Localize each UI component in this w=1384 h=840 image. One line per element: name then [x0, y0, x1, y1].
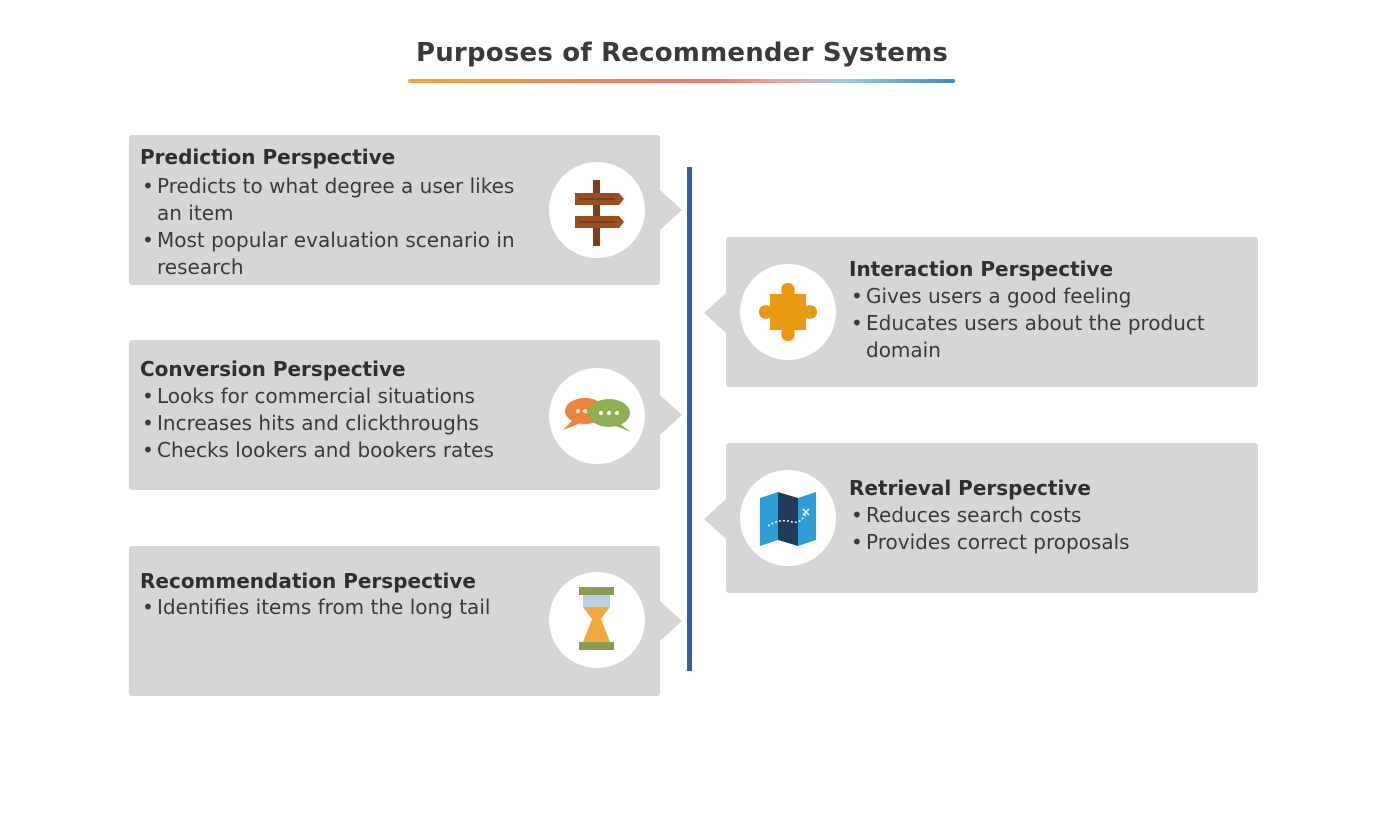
bullet-list: Predicts to what degree a user likes an … — [140, 173, 530, 281]
icon-circle — [740, 470, 836, 566]
bullet-item: Most popular evaluation scenario in rese… — [140, 227, 530, 281]
bullet-list: Gives users a good feeling Educates user… — [849, 283, 1244, 364]
bullet-item: Gives users a good feeling — [849, 283, 1244, 310]
title-underline — [408, 79, 955, 83]
icon-circle — [549, 162, 645, 258]
timeline-line — [687, 167, 692, 671]
bullet-item: Educates users about the product domain — [849, 310, 1244, 364]
card-pointer — [704, 499, 726, 539]
card-heading: Recommendation Perspective — [140, 569, 476, 593]
bullet-item: Provides correct proposals — [849, 529, 1244, 556]
card-heading: Retrieval Perspective — [849, 476, 1091, 500]
card-heading: Prediction Perspective — [140, 145, 396, 169]
conversion-perspective-card: Conversion Perspective Looks for commerc… — [129, 340, 682, 490]
card-pointer — [660, 395, 682, 435]
bullet-item: Increases hits and clickthroughs — [140, 410, 540, 437]
card-pointer — [660, 601, 682, 641]
hourglass-icon — [579, 587, 614, 650]
icon-circle — [740, 264, 836, 360]
card-pointer — [704, 293, 726, 333]
card-heading: Interaction Perspective — [849, 257, 1114, 281]
map-icon — [760, 492, 816, 546]
recommendation-perspective-card: Recommendation Perspective Identifies it… — [129, 546, 682, 696]
retrieval-perspective-card: Retrieval Perspective Reduces search cos… — [704, 443, 1258, 593]
prediction-perspective-card: Prediction Perspective Predicts to what … — [129, 135, 682, 285]
icon-circle — [549, 368, 645, 464]
bullet-item: Predicts to what degree a user likes an … — [140, 173, 530, 227]
card-heading: Conversion Perspective — [140, 357, 406, 381]
page-title: Purposes of Recommender Systems — [415, 38, 949, 68]
bullet-list: Reduces search costs Provides correct pr… — [849, 502, 1244, 556]
interaction-perspective-card: Interaction Perspective Gives users a go… — [704, 237, 1258, 387]
bullet-list: Identifies items from the long tail — [140, 594, 540, 621]
puzzle-piece-icon — [759, 283, 817, 341]
bullet-item: Looks for commercial situations — [140, 383, 540, 410]
bullet-item: Identifies items from the long tail — [140, 594, 540, 621]
chat-bubbles-icon — [563, 398, 631, 432]
bullet-item: Reduces search costs — [849, 502, 1244, 529]
bullet-item: Checks lookers and bookers rates — [140, 437, 540, 464]
signpost-icon — [575, 180, 624, 246]
icon-circle — [549, 572, 645, 668]
bullet-list: Looks for commercial situations Increase… — [140, 383, 540, 464]
card-pointer — [660, 190, 682, 230]
